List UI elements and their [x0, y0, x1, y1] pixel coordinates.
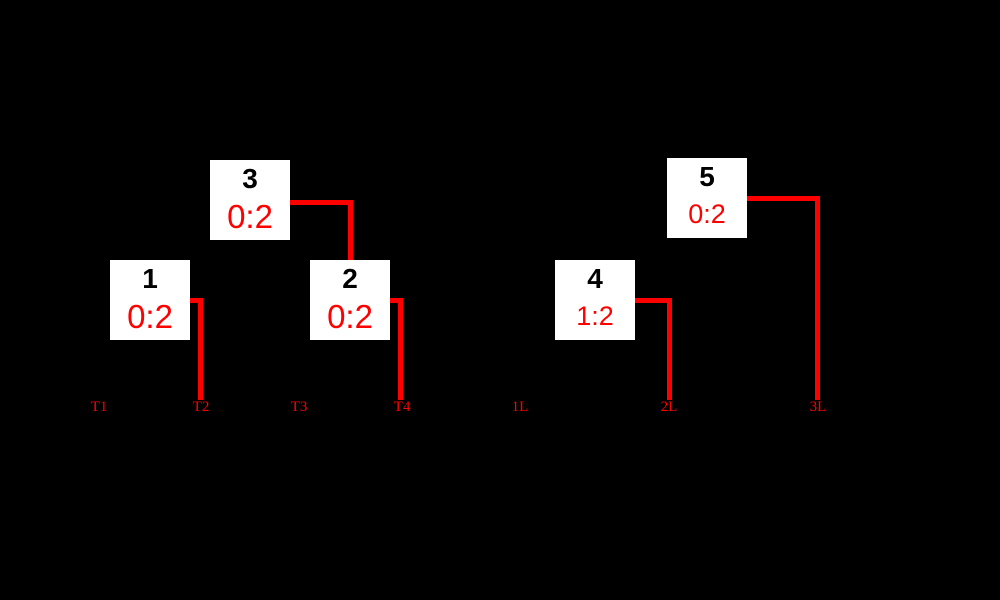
connector-match1-vertical	[198, 298, 203, 400]
slot-label-1L: 1L	[511, 399, 529, 415]
match-2-number: 2	[342, 263, 358, 294]
connector-match3-horizontal	[290, 200, 353, 205]
connector-match2-horizontal	[390, 298, 403, 303]
slot-label-T4: T4	[393, 399, 411, 415]
connector-match4-horizontal	[635, 298, 672, 303]
connector-match1-horizontal	[190, 298, 203, 303]
slot-label-3L: 3L	[809, 399, 827, 415]
slot-label-T2: T2	[192, 399, 210, 415]
connector-match4-vertical	[667, 298, 672, 400]
match-1-number: 1	[142, 263, 158, 294]
match-box-4[interactable]: 4 1:2	[555, 260, 635, 340]
match-box-3[interactable]: 3 0:2	[210, 160, 290, 240]
slot-label-2L: 2L	[660, 399, 678, 415]
match-box-1[interactable]: 1 0:2	[110, 260, 190, 340]
match-3-number: 3	[242, 163, 258, 194]
connector-match5-vertical	[815, 196, 820, 400]
match-3-score: 0:2	[227, 198, 273, 235]
match-1-score: 0:2	[127, 298, 173, 335]
match-4-number: 4	[587, 263, 603, 294]
connector-match5-horizontal	[747, 196, 820, 201]
match-2-score: 0:2	[327, 298, 373, 335]
connector-match2-vertical	[398, 298, 403, 400]
slot-label-T1: T1	[90, 399, 108, 415]
match-box-2[interactable]: 2 0:2	[310, 260, 390, 340]
slot-label-T3: T3	[290, 399, 308, 415]
connector-match3-vertical	[348, 200, 353, 260]
match-5-number: 5	[699, 161, 715, 192]
match-box-5[interactable]: 5 0:2	[667, 158, 747, 238]
match-4-score: 1:2	[576, 301, 614, 331]
match-5-score: 0:2	[688, 199, 726, 229]
